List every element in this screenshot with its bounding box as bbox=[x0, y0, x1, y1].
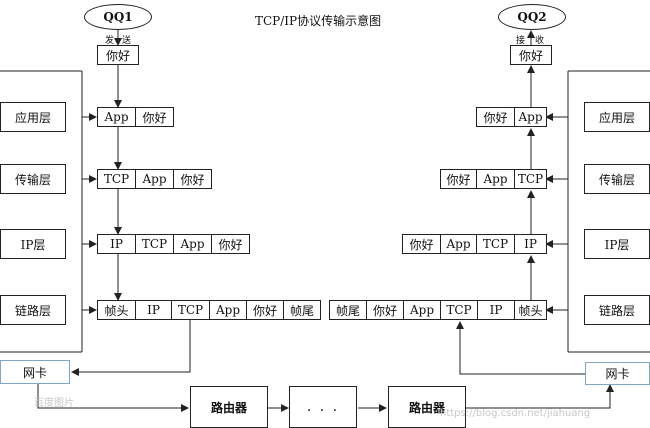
right-ip-header: IP bbox=[514, 234, 547, 254]
right-nic-box: 网卡 bbox=[585, 362, 650, 385]
left-layer-transport: 传输层 bbox=[0, 164, 66, 194]
recv-char-2: 收 bbox=[535, 36, 545, 46]
right-link-head: 帧头 bbox=[514, 300, 547, 320]
left-nic-box: 网卡 bbox=[0, 360, 70, 384]
router-ellipsis: . . . bbox=[289, 386, 357, 428]
router-2: 路由器 bbox=[388, 386, 466, 428]
recv-char-1: 接 bbox=[516, 36, 526, 46]
arrow-link-nic-left bbox=[71, 320, 191, 376]
right-link-data: 你好 bbox=[366, 300, 404, 320]
right-app-header: App bbox=[514, 107, 547, 127]
right-layer-ip: IP层 bbox=[584, 229, 650, 259]
watermark-left: 百度图片 bbox=[34, 398, 74, 409]
right-layer-app: 应用层 bbox=[584, 102, 650, 132]
right-link-tail: 帧尾 bbox=[329, 300, 367, 320]
send-char-2: 送 bbox=[122, 36, 132, 46]
left-link-app: App bbox=[209, 300, 247, 320]
left-ip-app: App bbox=[173, 234, 212, 254]
router-1: 路由器 bbox=[190, 386, 268, 428]
left-layer-link: 链路层 bbox=[0, 295, 66, 325]
left-hello-box: 你好 bbox=[97, 45, 139, 65]
arrow-nic-right-link bbox=[456, 321, 586, 375]
right-ip-app: App bbox=[440, 234, 477, 254]
arrow-nic-router1 bbox=[37, 384, 189, 412]
send-char-1: 发 bbox=[105, 36, 115, 46]
right-ip-tcp: TCP bbox=[476, 234, 515, 254]
left-tcp-header: TCP bbox=[97, 169, 136, 189]
left-tcp-app: App bbox=[135, 169, 174, 189]
left-app-data: 你好 bbox=[135, 107, 174, 127]
right-link-ip: IP bbox=[477, 300, 515, 320]
left-link-data: 你好 bbox=[246, 300, 284, 320]
watermark-right: https://blog.csdn.net/jiahuang bbox=[440, 408, 591, 419]
right-hello-box: 你好 bbox=[510, 45, 552, 65]
left-link-tail: 帧尾 bbox=[283, 300, 321, 320]
left-app-header: App bbox=[97, 107, 136, 127]
left-ip-tcp: TCP bbox=[135, 234, 174, 254]
right-tcp-header: TCP bbox=[514, 169, 547, 189]
left-layer-ip: IP层 bbox=[0, 229, 66, 259]
right-layer-link: 链路层 bbox=[584, 295, 650, 325]
qq1-node: QQ1 bbox=[84, 4, 152, 30]
diagram-title: TCP/IP协议传输示意图 bbox=[255, 14, 382, 28]
right-layer-transport: 传输层 bbox=[584, 164, 650, 194]
left-link-ip: IP bbox=[135, 300, 172, 320]
left-link-tcp: TCP bbox=[171, 300, 210, 320]
right-ip-data: 你好 bbox=[402, 234, 441, 254]
arrow-router2-nic-right bbox=[466, 384, 614, 409]
left-layer-app: 应用层 bbox=[0, 102, 66, 132]
right-link-tcp: TCP bbox=[440, 300, 478, 320]
left-ip-header: IP bbox=[97, 234, 136, 254]
left-link-head: 帧头 bbox=[97, 300, 136, 320]
right-tcp-data: 你好 bbox=[440, 169, 477, 189]
right-tcp-app: App bbox=[476, 169, 515, 189]
right-link-app: App bbox=[403, 300, 441, 320]
left-tcp-data: 你好 bbox=[173, 169, 212, 189]
left-ip-data: 你好 bbox=[211, 234, 250, 254]
right-app-data: 你好 bbox=[476, 107, 515, 127]
qq2-node: QQ2 bbox=[498, 4, 566, 30]
